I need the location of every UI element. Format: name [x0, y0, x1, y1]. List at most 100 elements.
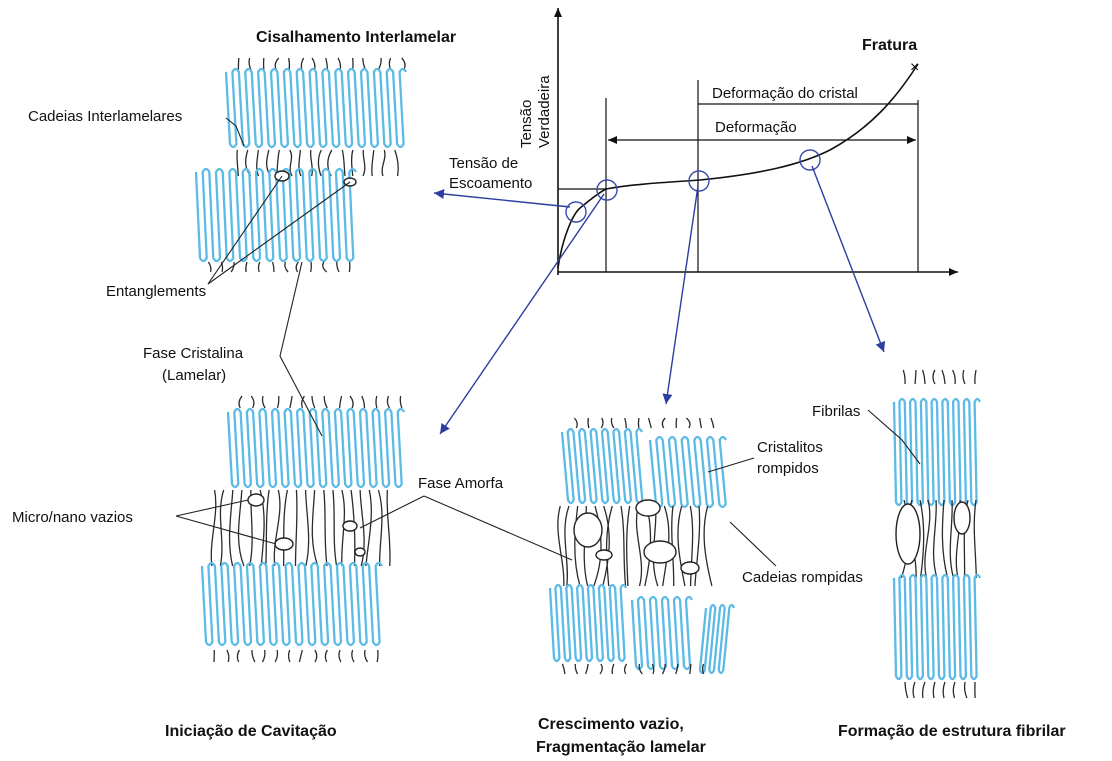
chain-end [278, 396, 279, 408]
interlamellar-chain [299, 150, 301, 176]
stress-strain-graph: Tensão Verdadeira Fratura × Deformação d… [449, 8, 958, 275]
chain-end [246, 262, 247, 272]
chain-end [662, 418, 665, 428]
chain-end [340, 396, 342, 408]
interlamellar-chain [352, 150, 353, 176]
interlamellar-chain [237, 150, 238, 176]
broken-crystallites-label-line1: Cristalitos [757, 439, 823, 456]
amorphous-chain [211, 490, 216, 566]
chain-end [903, 370, 905, 384]
amorphous-chain [704, 506, 712, 586]
transition-arrows [434, 166, 884, 434]
chain-end [963, 370, 965, 384]
fibril-chain [950, 500, 953, 578]
chain-end [208, 262, 211, 272]
chain-end [611, 418, 613, 428]
broken-chains-label: Cadeias rompidas [742, 569, 863, 586]
chain-end [323, 262, 327, 272]
arrow-to-growth [666, 186, 698, 404]
amorphous-phase-leader-1 [360, 496, 424, 528]
amorphous-chain [366, 490, 371, 566]
interlamellar-chains-label: Cadeias Interlamelares [28, 108, 182, 125]
chain-end [923, 370, 925, 384]
chain-end [575, 664, 577, 674]
void [574, 513, 602, 547]
y-axis-label-line2: Verdadeira [536, 75, 553, 148]
chain-end [258, 262, 259, 272]
chain-end [377, 650, 378, 662]
crystal-deformation-label: Deformação do cristal [712, 85, 858, 102]
chain-end [311, 262, 312, 272]
entanglements-leader-2 [208, 182, 350, 284]
amorphous-chain [387, 490, 390, 566]
chain-end [387, 396, 389, 408]
void [644, 541, 676, 563]
upper-lamella [228, 409, 404, 487]
chain-end [574, 418, 577, 428]
chain-end [913, 682, 915, 698]
chain-end [703, 664, 704, 674]
chain-end [953, 682, 955, 698]
fibril-void [896, 504, 920, 564]
chain-end [700, 418, 702, 428]
fragment-lamella [700, 605, 734, 673]
chain-end [378, 58, 381, 70]
amorphous-chain [621, 506, 626, 586]
amorphous-chain [284, 490, 288, 566]
chain-end [275, 58, 279, 70]
chain-end [237, 650, 239, 662]
interlamellar-chain [395, 150, 398, 176]
fibril-chain [974, 500, 976, 578]
fibrillar-panel-title: Formação de estrutura fibrilar [838, 723, 1066, 740]
interlamellar-shear-panel [196, 58, 406, 272]
chain-end [349, 262, 350, 272]
fibril-chain [942, 500, 947, 578]
chain-end [252, 650, 255, 662]
void-growth-panel [550, 418, 734, 674]
fibril-chain [925, 500, 930, 578]
interlamellar-chain [372, 150, 374, 176]
chain-end [975, 370, 976, 384]
shear-panel-title: Cisalhamento Interlamelar [256, 29, 456, 46]
micro-voids-leader-1 [176, 500, 248, 516]
micro-void [248, 494, 264, 506]
yield-stress-label-line1: Tensão de [449, 155, 518, 172]
chain-end [400, 396, 402, 408]
curve-point-2 [597, 180, 617, 200]
growth-panel-title-line2: Fragmentação lamelar [536, 739, 706, 756]
broken-crystallites-label-line2: rompidos [757, 460, 819, 477]
fibrillar-panel [894, 370, 980, 698]
chain-end [376, 396, 377, 408]
amorphous-chain [266, 490, 269, 566]
micro-void [275, 538, 293, 550]
chain-end [686, 418, 690, 428]
arrow-to-fibrillar [812, 166, 884, 352]
arrow-to-cavitation [440, 194, 604, 434]
chain-end [600, 664, 602, 674]
chain-end [588, 418, 589, 428]
fibril-void [954, 502, 970, 534]
fibril-chain [934, 500, 937, 578]
chain-end [711, 418, 714, 428]
micro-void [355, 548, 365, 556]
interlamellar-chain [311, 150, 313, 176]
fragment-lamella [550, 585, 626, 661]
amorphous-chain [274, 490, 280, 566]
chain-end [227, 650, 229, 662]
chain-end [562, 664, 565, 674]
upper-lamella [226, 69, 406, 147]
fracture-label: Fratura [862, 37, 917, 54]
y-axis-label-line1: Tensão [518, 100, 535, 148]
chain-end [296, 262, 298, 272]
lower-lamella [196, 169, 356, 261]
chain-end [923, 682, 925, 698]
chain-end [586, 664, 589, 674]
yield-stress-label-line2: Escoamento [449, 175, 532, 192]
chain-end [612, 664, 614, 674]
interlamellar-chain [318, 150, 321, 176]
chain-end [933, 682, 935, 698]
chain-end [289, 58, 290, 70]
chain-end [933, 370, 935, 384]
chain-end [350, 396, 353, 408]
chain-end [263, 650, 265, 662]
